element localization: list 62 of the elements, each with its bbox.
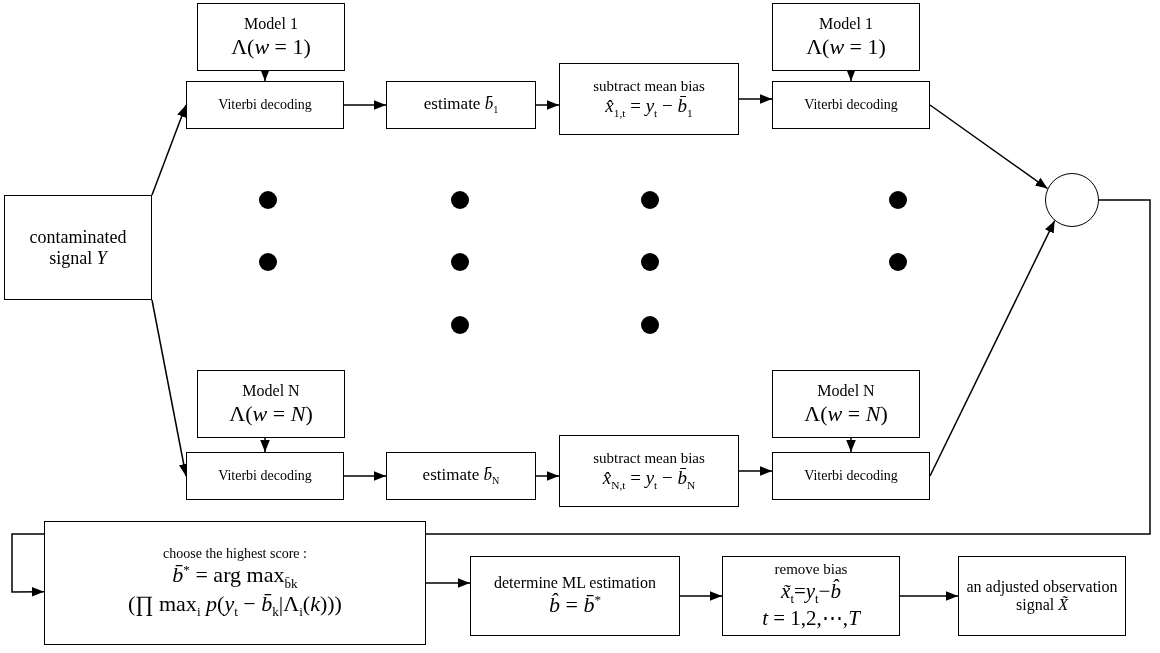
box-label: Model N bbox=[242, 382, 300, 401]
process-box bbox=[4, 195, 152, 300]
summation-circle bbox=[1045, 173, 1099, 227]
arrow bbox=[425, 578, 471, 588]
box-label: Model N bbox=[817, 382, 875, 401]
process-box bbox=[186, 81, 344, 129]
process-box bbox=[559, 63, 739, 135]
box-label: choose the highest score : bbox=[163, 546, 307, 563]
arrow bbox=[260, 69, 270, 82]
process-box bbox=[722, 556, 900, 636]
box-label: Viterbi decoding bbox=[218, 96, 312, 114]
formula-text: t = 1,2,⋯,T bbox=[762, 606, 860, 631]
formula-text: Λ(w = 1) bbox=[806, 33, 886, 59]
box-label: an adjusted observation signal X̃ bbox=[965, 577, 1119, 615]
box-label: remove bias bbox=[774, 561, 848, 579]
arrow bbox=[151, 104, 187, 196]
formula-text: b̂ = b̄$^{*}$ bbox=[549, 592, 601, 618]
formula-text: Λ(w = N) bbox=[804, 400, 888, 426]
process-box bbox=[772, 81, 930, 129]
box-label: Viterbi decoding bbox=[804, 467, 898, 485]
arrow bbox=[846, 69, 856, 82]
formula-text: x̃$_{t}$=y$_{t}$−b̂ bbox=[781, 578, 841, 607]
box-label: estimate b̄$_{N}$ bbox=[422, 464, 500, 488]
arrow bbox=[343, 100, 387, 110]
arrow bbox=[679, 591, 723, 601]
process-box bbox=[958, 556, 1126, 636]
formula-text: (∏ max$_{i}$ p(y$_{t}$ − b̄$_{k}$|Λ$_{i}$(k))) bbox=[128, 591, 342, 620]
box-label: subtract mean bias bbox=[593, 77, 705, 96]
formula-text: Λ(w = 1) bbox=[231, 33, 311, 59]
process-box bbox=[559, 435, 739, 507]
process-box bbox=[386, 81, 536, 129]
arrow bbox=[535, 471, 560, 481]
formula-text: b̄$^{*}$ = arg max$_{b̄k}$ bbox=[172, 562, 298, 592]
process-box bbox=[386, 452, 536, 500]
arrow bbox=[846, 437, 856, 453]
process-box bbox=[772, 452, 930, 500]
box-label: Viterbi decoding bbox=[804, 96, 898, 114]
process-box bbox=[186, 452, 344, 500]
arrow bbox=[343, 471, 387, 481]
arrow bbox=[899, 591, 959, 601]
box-label: Model 1 bbox=[244, 15, 298, 34]
formula-text: Λ(w = N) bbox=[229, 400, 313, 426]
arrow bbox=[738, 466, 773, 476]
process-box bbox=[197, 370, 345, 438]
box-label: Model 1 bbox=[819, 15, 873, 34]
arrow bbox=[535, 100, 560, 110]
process-box bbox=[772, 370, 920, 438]
box-label: Viterbi decoding bbox=[218, 467, 312, 485]
process-box bbox=[470, 556, 680, 636]
arrow bbox=[738, 94, 773, 104]
formula-text: x̂$_{1,t}$ = y$_{t}$ − b̄$_{1}$ bbox=[605, 95, 693, 121]
arrow bbox=[260, 437, 270, 453]
process-box bbox=[772, 3, 920, 71]
box-label: contaminated signal Y bbox=[28, 226, 128, 269]
arrow bbox=[929, 104, 1049, 190]
process-box bbox=[197, 3, 345, 71]
box-label: estimate b̄$_{1}$ bbox=[423, 93, 499, 117]
box-label: subtract mean bias bbox=[593, 449, 705, 468]
process-box bbox=[44, 521, 426, 645]
arrow bbox=[929, 219, 1056, 477]
formula-text: x̂$_{N,t}$ = y$_{t}$ − b̄$_{N}$ bbox=[602, 467, 696, 493]
box-label: determine ML estimation bbox=[494, 574, 656, 593]
